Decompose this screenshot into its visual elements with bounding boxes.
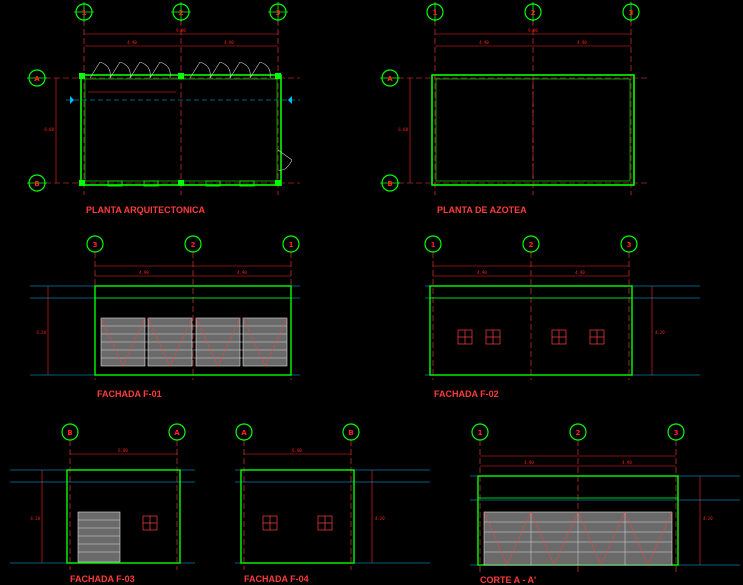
axis-bubble-corte-1: 1 <box>471 423 489 441</box>
dim-f01-left: 4.90 <box>139 270 149 275</box>
axis-bubble-b-azotea: B <box>380 174 400 192</box>
title-planta-arquitectonica: PLANTA ARQUITECTONICA <box>86 205 205 215</box>
axis-label-f02-2: 2 <box>529 241 534 249</box>
dim-half-width-left: 4.90 <box>127 40 137 45</box>
dim-corte-left: 4.90 <box>524 460 534 465</box>
title-fachada-f01: FACHADA F-01 <box>97 389 162 399</box>
axis-bubble-f01-1: 1 <box>282 235 300 253</box>
windows-f04 <box>262 515 333 531</box>
title-fachada-f02: FACHADA F-02 <box>434 389 499 399</box>
axis-label-corte-2: 2 <box>576 429 581 437</box>
axis-label-f02-3: 3 <box>627 241 632 249</box>
axis-bubble-f03-b: B <box>61 423 79 441</box>
axis-bubble-f03-a: A <box>168 423 186 441</box>
door-swings <box>89 61 293 171</box>
facade-f03-outline <box>66 469 181 564</box>
axis-bubble-f02-1: 1 <box>424 235 442 253</box>
dim-depth: 6.00 <box>44 127 54 132</box>
planta-arquitectonica: 1 2 3 A B 9.80 <box>27 2 300 215</box>
dim-f03-height: 4.20 <box>30 516 40 521</box>
dim-f01-right: 4.90 <box>237 270 247 275</box>
axis-label-f03-b: B <box>67 429 72 437</box>
axis-bubble-f01-2: 2 <box>184 235 202 253</box>
roof-slab-section <box>477 475 679 499</box>
fachada-f02: 1 2 3 4.90 4.90 4.20 FA <box>424 235 700 399</box>
axis-bubble-1: 1 <box>74 2 94 22</box>
axis-label-2-azotea: 2 <box>531 9 536 17</box>
axis-label-3-azotea: 3 <box>629 9 634 17</box>
axis-bubble-f01-3: 3 <box>86 235 104 253</box>
axis-label-f04-b: B <box>348 429 353 437</box>
dim-f02-right: 4.90 <box>575 270 585 275</box>
dim-f03-depth: 6.00 <box>118 448 128 453</box>
axis-label-a-azotea: A <box>387 75 393 83</box>
dim-f02-left: 4.90 <box>477 270 487 275</box>
dim-total-width-azotea: 9.80 <box>528 28 538 33</box>
axis-label-f02-1: 1 <box>431 241 436 249</box>
axis-bubble-b: B <box>27 174 47 192</box>
axis-bubble-2-azotea: 2 <box>524 2 542 22</box>
axis-bubble-3-azotea: 3 <box>622 2 640 22</box>
dim-half-width-azotea-left: 4.90 <box>479 40 489 45</box>
axis-label-3: 3 <box>276 9 281 17</box>
axis-label-1-azotea: 1 <box>433 9 438 17</box>
dim-f04-height: 4.20 <box>375 516 385 521</box>
dim-depth-azotea: 6.00 <box>398 127 408 132</box>
axis-bubble-a-azotea: A <box>380 69 400 87</box>
title-fachada-f03: FACHADA F-03 <box>70 574 135 584</box>
axis-label-f04-a: A <box>241 429 247 437</box>
plan-dimensions <box>55 33 278 183</box>
title-corte: CORTE A - A' <box>480 575 536 585</box>
dim-corte-height: 4.20 <box>703 516 713 521</box>
dim-total-width: 9.80 <box>176 28 186 33</box>
axis-label-corte-3: 3 <box>674 429 679 437</box>
axis-label-2: 2 <box>179 9 184 17</box>
axis-bubble-1-azotea: 1 <box>426 2 444 22</box>
axis-label-1: 1 <box>82 9 87 17</box>
axis-bubble-a: A <box>27 69 47 87</box>
dim-f01-height: 4.20 <box>36 330 46 335</box>
axis-bubble-3: 3 <box>268 2 288 22</box>
title-planta-azotea: PLANTA DE AZOTEA <box>437 205 527 215</box>
dim-corte-right: 4.90 <box>622 460 632 465</box>
axis-label-corte-1: 1 <box>478 429 483 437</box>
window-f03 <box>142 515 158 531</box>
windows-f02 <box>457 329 605 345</box>
dim-half-width-azotea-right: 4.90 <box>577 40 587 45</box>
planta-azotea: 1 2 3 A B 9.80 4.90 4.90 6.0 <box>380 2 650 215</box>
dim-half-width-right: 4.90 <box>224 40 234 45</box>
corte-a-a: 1 2 3 4.90 4.90 4.20 <box>470 423 740 585</box>
facade-f02-outline <box>429 285 633 376</box>
axis-label-f03-a: A <box>174 429 180 437</box>
axis-bubble-f02-2: 2 <box>522 235 540 253</box>
shutter-door-f03 <box>77 511 121 563</box>
fachada-f01: 3 2 1 4.90 4.90 4.20 <box>30 235 300 399</box>
axis-label-b-azotea: B <box>387 180 392 188</box>
axis-bubble-corte-2: 2 <box>569 423 587 441</box>
roof-outline <box>431 74 635 186</box>
axis-label-f01-2: 2 <box>191 241 196 249</box>
axis-bubble-corte-3: 3 <box>667 423 685 441</box>
title-fachada-f04: FACHADA F-04 <box>244 574 309 584</box>
fachada-f04: A B 6.00 4.20 FACHADA F-04 <box>235 423 430 584</box>
axis-label-f01-1: 1 <box>289 241 294 249</box>
fachada-f03: B A 6.00 4.20 FACHADA F-03 <box>10 423 195 584</box>
axis-label-b: B <box>34 180 39 188</box>
axis-bubble-f02-3: 3 <box>620 235 638 253</box>
axis-label-a: A <box>34 75 40 83</box>
dim-f04-depth: 6.00 <box>292 448 302 453</box>
cut-marker-plan <box>66 96 300 104</box>
facade-f01-outline <box>94 285 292 376</box>
facade-f04-outline <box>240 469 355 564</box>
axis-label-f01-3: 3 <box>93 241 98 249</box>
dim-f02-height: 4.20 <box>655 330 665 335</box>
axis-bubble-f04-b: B <box>342 423 360 441</box>
columns <box>79 73 281 186</box>
axis-bubble-f04-a: A <box>235 423 253 441</box>
shutter-doors-f01 <box>100 317 288 367</box>
axis-bubble-2: 2 <box>171 2 191 22</box>
